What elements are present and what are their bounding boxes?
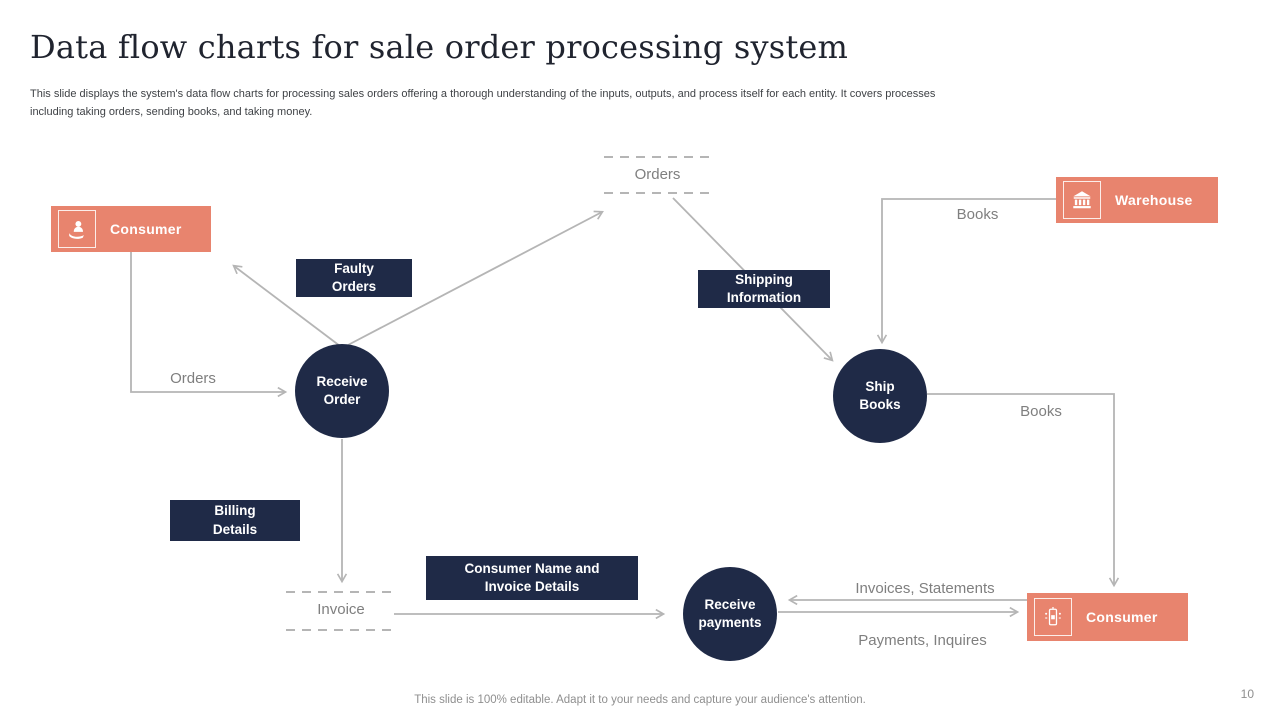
flow-label-orders-store: Orders <box>634 166 681 183</box>
annotation-faulty-orders: Faulty Orders <box>296 259 412 297</box>
warehouse-building-icon <box>1063 181 1101 219</box>
entity-consumer-top: Consumer <box>51 206 211 252</box>
process-label: Ship Books <box>859 378 901 412</box>
entity-label: Consumer <box>110 221 182 237</box>
flow-label-orders-input: Orders <box>170 370 216 387</box>
process-receive-payments: Receive payments <box>683 567 777 661</box>
flow-label-books-from-warehouse: Books <box>956 206 999 223</box>
entity-warehouse: Warehouse <box>1056 177 1218 223</box>
page-number: 10 <box>1240 687 1254 701</box>
customer-care-icon <box>58 210 96 248</box>
annotation-label: Faulty Orders <box>331 260 377 294</box>
process-label: Receive Order <box>316 373 368 407</box>
entity-label: Warehouse <box>1115 192 1193 208</box>
mobile-payment-icon <box>1034 598 1072 636</box>
arrow-ship-books-books-to-consumer <box>927 393 1120 588</box>
flow-label-invoice-store: Invoice <box>317 601 365 618</box>
annotation-shipping-information: Shipping Information <box>698 270 830 308</box>
annotation-billing-details: Billing Details <box>170 500 300 541</box>
slide-description: This slide displays the system's data fl… <box>30 88 936 119</box>
process-receive-order: Receive Order <box>295 344 389 438</box>
annotation-consumer-invoice-details: Consumer Name and Invoice Details <box>426 556 638 600</box>
annotation-label: Consumer Name and Invoice Details <box>464 560 600 594</box>
entity-consumer-bottom: Consumer <box>1027 593 1188 641</box>
flow-label-payments-inquires: Payments, Inquires <box>858 632 987 649</box>
flow-label-invoices-statements: Invoices, Statements <box>855 580 995 597</box>
flow-label-books-to-consumer: Books <box>1020 403 1062 420</box>
entity-label: Consumer <box>1086 609 1158 625</box>
annotation-label: Shipping Information <box>726 271 802 305</box>
process-label: Receive payments <box>698 596 762 630</box>
footer-note: This slide is 100% editable. Adapt it to… <box>414 694 866 706</box>
page-title: Data flow charts for sale order processi… <box>30 28 849 66</box>
process-ship-books: Ship Books <box>833 349 927 443</box>
annotation-label: Billing Details <box>212 503 258 537</box>
